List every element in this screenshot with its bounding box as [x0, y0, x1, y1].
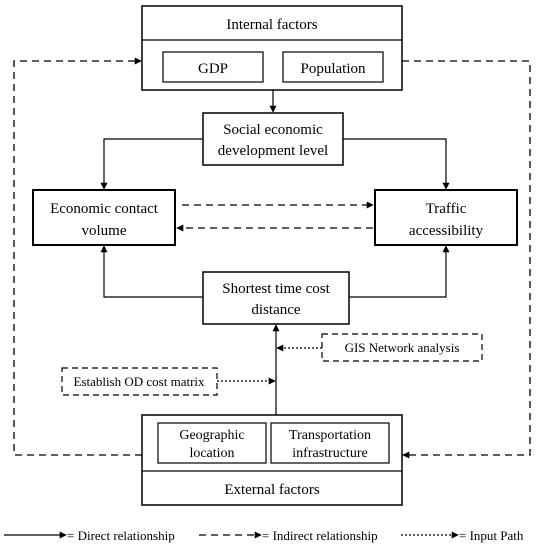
gis-network-box: GIS Network analysis: [321, 333, 483, 362]
geographic-line1: Geographic: [179, 428, 244, 443]
gdp-label: GDP: [198, 61, 228, 77]
gis-network-label: GIS Network analysis: [345, 340, 460, 355]
direct-arrows: [100, 90, 450, 415]
social-economic-line2: development level: [218, 143, 328, 159]
population-label: Population: [300, 61, 366, 77]
legend-input-label: = Input Path: [459, 528, 524, 543]
indirect-arrows: [13, 57, 531, 459]
legend-direct-label: = Direct relationship: [67, 528, 175, 543]
shortest-time-line1: Shortest time cost: [222, 281, 330, 297]
traffic-accessibility-box: Traffic accessibility: [374, 189, 518, 246]
legend: = Direct relationship = Indirect relatio…: [4, 528, 524, 543]
shortest-time-box: Shortest time cost distance: [202, 271, 350, 325]
internal-factors-box: Internal factors GDP Population: [141, 5, 403, 91]
arrow-shortest-to-traffic: [349, 245, 450, 298]
arrow-social-to-economic: [100, 138, 203, 190]
traffic-accessibility-line1: Traffic: [426, 201, 467, 217]
internal-factors-title: Internal factors: [226, 17, 317, 33]
economic-contact-box: Economic contact volume: [32, 189, 176, 246]
arrow-external-to-internal: [13, 57, 142, 456]
population-box: [282, 51, 384, 83]
arrow-shortest-to-economic: [100, 245, 203, 298]
od-cost-matrix-box: Establish OD cost matrix: [61, 367, 218, 396]
traffic-accessibility-line2: accessibility: [409, 223, 484, 239]
geographic-location-box: [157, 422, 267, 464]
economic-contact-line1: Economic contact: [50, 201, 159, 217]
external-factors-box: Geographic location Transportation infra…: [141, 414, 403, 506]
gdp-box: [162, 51, 264, 83]
social-economic-box: Social economic development level: [202, 112, 344, 166]
legend-indirect-label: = Indirect relationship: [262, 528, 378, 543]
arrow-internal-to-external: [402, 60, 531, 459]
geographic-line2: location: [189, 446, 234, 461]
input-arrows: [217, 344, 322, 385]
od-cost-matrix-label: Establish OD cost matrix: [73, 374, 205, 389]
transportation-line1: Transportation: [289, 428, 371, 443]
transportation-line2: infrastructure: [292, 446, 367, 461]
external-factors-title: External factors: [224, 482, 320, 498]
social-economic-line1: Social economic: [223, 122, 323, 138]
transportation-infrastructure-box: [270, 422, 390, 464]
shortest-time-line2: distance: [251, 302, 300, 318]
arrow-social-to-traffic: [343, 138, 450, 190]
economic-contact-line2: volume: [82, 223, 127, 239]
